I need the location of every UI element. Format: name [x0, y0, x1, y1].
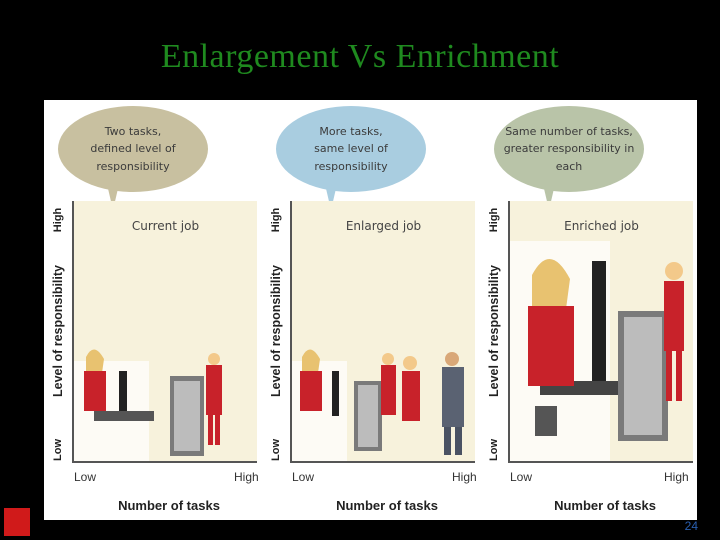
- bubble-line-2: same level of responsibility: [276, 140, 426, 174]
- x-axis-label: Number of tasks: [312, 498, 462, 513]
- speech-bubble: Two tasks, defined level of responsibili…: [58, 106, 208, 192]
- y-axis-low: Low: [48, 430, 68, 470]
- publisher-logo: [4, 508, 30, 536]
- bubble-line-1: Same number of tasks,: [494, 123, 644, 140]
- panel-current-job: Two tasks, defined level of responsibili…: [44, 100, 259, 520]
- plot-area: Enriched job: [508, 201, 693, 463]
- x-axis-high: High: [452, 470, 477, 484]
- x-axis-low: Low: [510, 470, 532, 484]
- x-axis-label: Number of tasks: [530, 498, 680, 513]
- x-axis-label: Number of tasks: [94, 498, 244, 513]
- y-axis-low: Low: [484, 430, 504, 470]
- panel-enriched-job: Same number of tasks, greater responsibi…: [480, 100, 695, 520]
- speech-bubble: More tasks, same level of responsibility: [276, 106, 426, 192]
- office-workers-illustration: [292, 201, 475, 461]
- x-axis-high: High: [664, 470, 689, 484]
- y-axis-high: High: [266, 200, 286, 240]
- panel-enlarged-job: More tasks, same level of responsibility…: [262, 100, 477, 520]
- bubble-line-1: Two tasks,: [58, 123, 208, 140]
- y-axis-high: High: [48, 200, 68, 240]
- speech-bubble: Same number of tasks, greater responsibi…: [494, 106, 644, 192]
- x-axis-low: Low: [292, 470, 314, 484]
- enlargement-enrichment-figure: Two tasks, defined level of responsibili…: [44, 100, 697, 520]
- slide-title: Enlargement Vs Enrichment: [0, 38, 720, 76]
- x-axis-low: Low: [74, 470, 96, 484]
- bubble-line-1: More tasks,: [276, 123, 426, 140]
- office-workers-illustration: [74, 201, 257, 461]
- plot-area: Current job: [72, 201, 257, 463]
- x-axis-high: High: [234, 470, 259, 484]
- office-workers-illustration: [510, 201, 693, 461]
- bubble-line-2: greater responsibility in each: [494, 140, 644, 174]
- bubble-line-2: defined level of responsibility: [58, 140, 208, 174]
- plot-area: Enlarged job: [290, 201, 475, 463]
- y-axis-high: High: [484, 200, 504, 240]
- page-number: 24: [685, 519, 698, 533]
- y-axis-low: Low: [266, 430, 286, 470]
